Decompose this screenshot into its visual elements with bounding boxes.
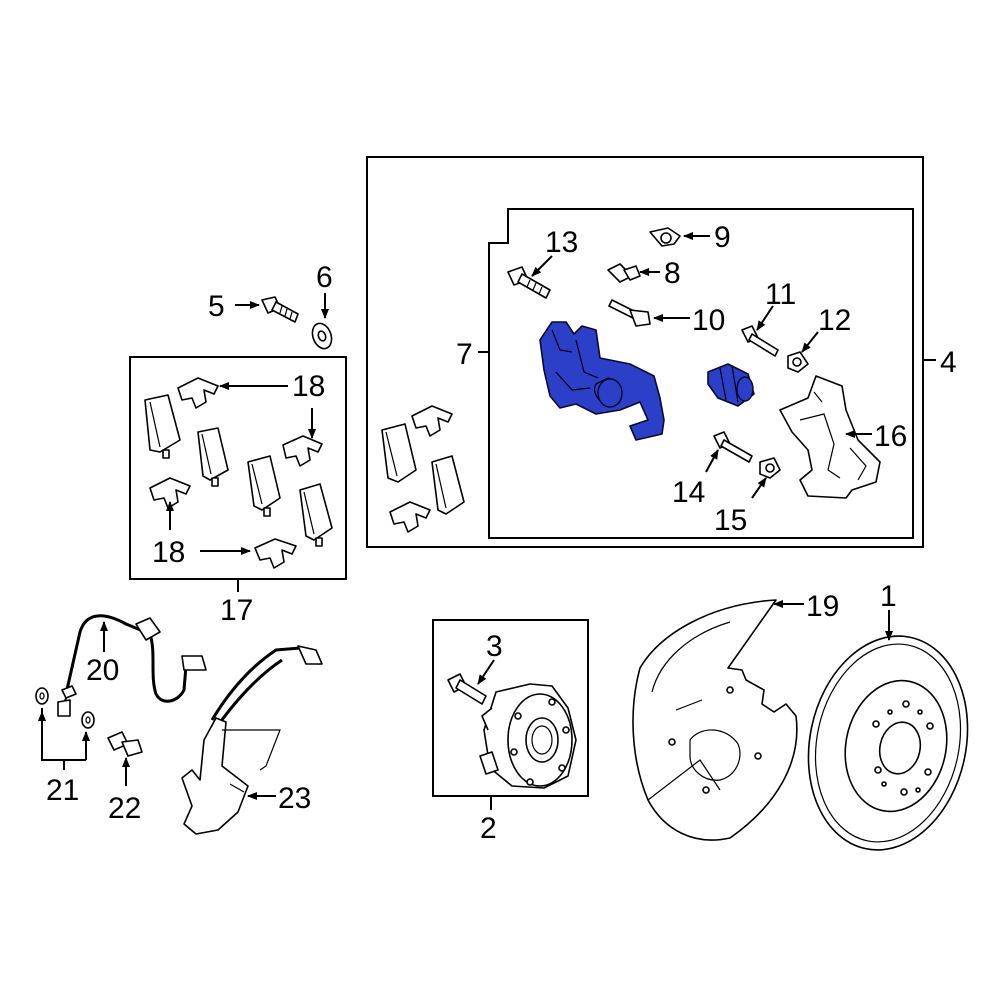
hub-bolt-part-3[interactable]	[447, 673, 487, 705]
guide-bolt-part-13[interactable]	[507, 266, 551, 299]
hub-assembly-box	[432, 619, 589, 797]
callout-3: 3	[486, 630, 503, 663]
pad-clip-upper-left[interactable]	[177, 377, 219, 409]
callout-22: 22	[108, 792, 141, 825]
caliper-bracket-part-16[interactable]	[779, 375, 881, 499]
brake-rotor-part-1[interactable]	[789, 621, 987, 865]
callout-4: 4	[940, 346, 957, 379]
callout-18-upper: 18	[292, 370, 325, 403]
callout-18-lower: 18	[152, 536, 185, 569]
pin-boot-part-12[interactable]	[787, 351, 809, 373]
bolt-part-22[interactable]	[107, 731, 143, 757]
washers-part-21[interactable]	[35, 687, 95, 729]
brake-hose-part-20[interactable]	[57, 614, 207, 717]
callout-10: 10	[692, 304, 725, 337]
callout-23: 23	[278, 782, 311, 815]
callout-17: 17	[220, 594, 253, 627]
dust-shield-part-19[interactable]	[632, 599, 798, 841]
callout-7: 7	[456, 338, 473, 371]
slide-pin-part-14[interactable]	[713, 431, 753, 463]
callout-5: 5	[208, 290, 225, 323]
pad-clip-right[interactable]	[282, 435, 323, 467]
callout-16: 16	[874, 420, 907, 453]
callout-8: 8	[664, 257, 681, 290]
washer-part-6[interactable]	[309, 321, 335, 352]
abs-sensor-part-23[interactable]	[181, 645, 323, 835]
bleeder-screw-part-8[interactable]	[607, 263, 641, 283]
callout-20: 20	[86, 654, 119, 687]
caliper-piston-highlighted[interactable]	[707, 363, 755, 407]
callout-19: 19	[806, 590, 839, 623]
callout-15: 15	[714, 504, 747, 537]
callout-12: 12	[818, 304, 851, 337]
callout-9: 9	[714, 221, 731, 254]
caliper-assembly-box	[366, 156, 924, 548]
pad-clip-lower[interactable]	[254, 538, 297, 569]
bolt-part-5[interactable]	[261, 296, 299, 323]
caliper-subassembly-box	[488, 208, 914, 539]
callout-6: 6	[316, 261, 333, 294]
callout-1: 1	[880, 580, 897, 613]
slide-pin-part-11[interactable]	[741, 325, 779, 357]
callout-2: 2	[480, 812, 497, 845]
callout-11: 11	[765, 278, 796, 311]
callout-13: 13	[545, 226, 578, 259]
callout-14: 14	[672, 476, 705, 509]
guide-pin-part-10[interactable]	[608, 299, 651, 327]
bleeder-cap-part-9[interactable]	[649, 227, 681, 247]
brake-pad-set[interactable]	[144, 394, 333, 547]
pad-clip-left[interactable]	[149, 477, 191, 509]
caliper-kit-pads[interactable]	[381, 405, 465, 533]
caliper-housing-highlighted[interactable]	[539, 321, 665, 441]
callout-21: 21	[46, 774, 79, 807]
pin-boot-part-15[interactable]	[759, 457, 781, 479]
wheel-hub-part-2[interactable]	[479, 683, 577, 789]
